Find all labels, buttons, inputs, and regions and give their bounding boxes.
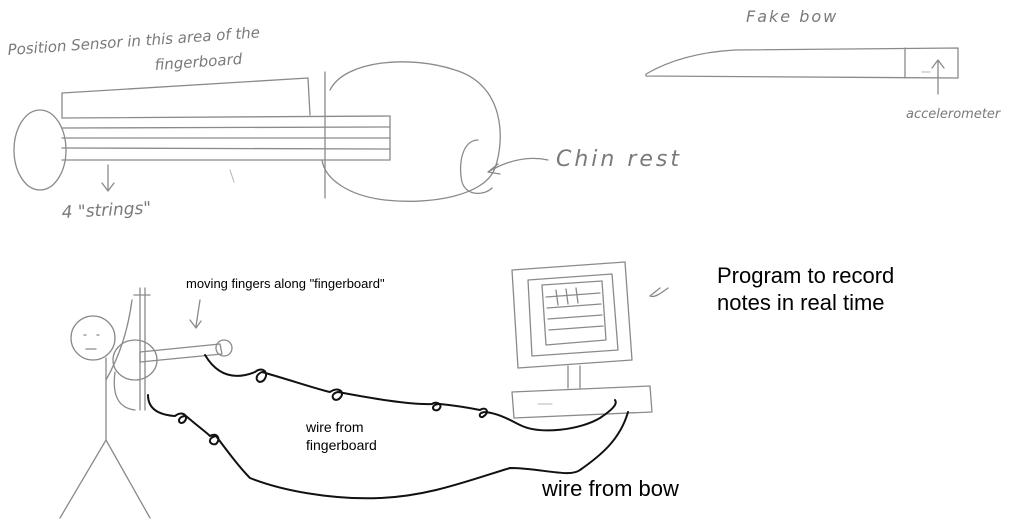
moving-fingers-label: moving fingers along "fingerboard" [186,276,385,291]
stick-figure-drawing [59,287,233,519]
program-label-line1: Program to record [717,263,894,288]
wire-bow-label: wire from bow [541,476,679,501]
strings-label: 4 "strings" [61,198,151,223]
violin-drawing [13,61,549,202]
chin-rest-label: Chin rest [556,147,682,172]
wire-from-fingerboard [204,354,617,432]
wire-fingerboard-label-line2: fingerboard [306,437,377,453]
wire-from-bow [147,394,629,500]
fake-bow-drawing [645,47,959,95]
wire-fingerboard-label-line1: wire from [305,419,364,435]
computer-drawing [511,261,669,419]
program-label-line2: notes in real time [717,290,885,315]
fingerboard-label: fingerboard [154,50,243,74]
fake-bow-label: Fake bow [746,7,838,26]
accelerometer-label: accelerometer [906,107,1002,122]
